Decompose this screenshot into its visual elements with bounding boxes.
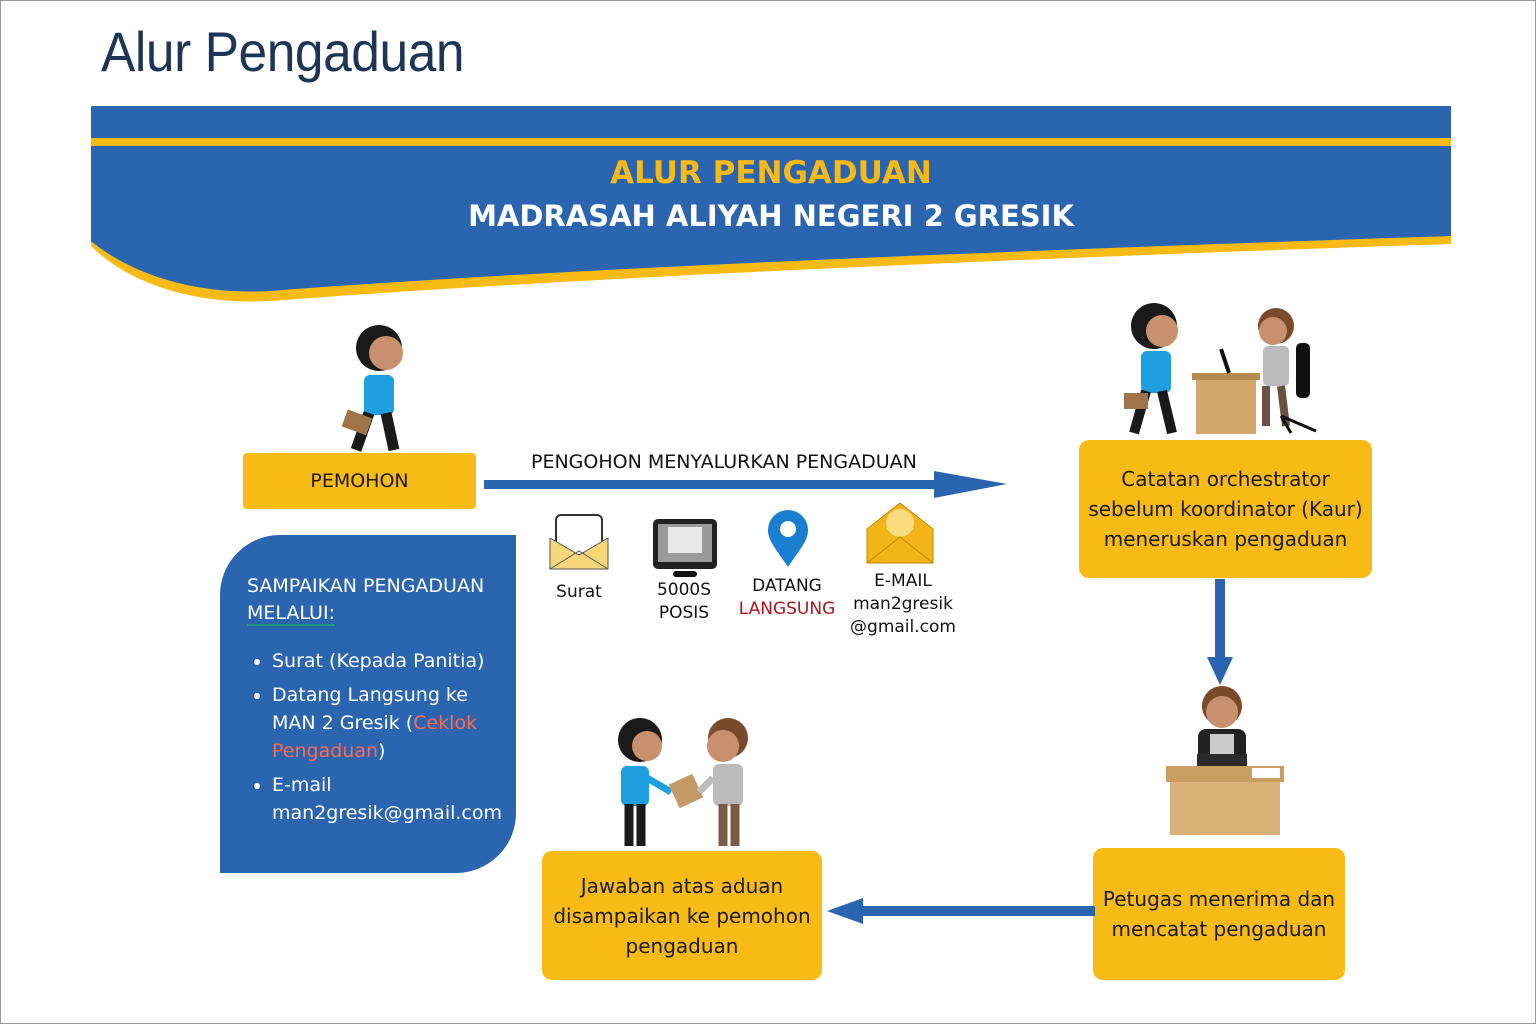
arrow-down-icon <box>1207 579 1233 685</box>
info-panel: SAMPAIKAN PENGADUAN MELALUI: Surat (Kepad… <box>220 535 516 873</box>
info-item-datang: Datang Langsung ke MAN 2 Gresik (Ceklok … <box>272 681 512 765</box>
channel-datang-line1: DATANG <box>752 576 822 596</box>
info-item-surat: Surat (Kepada Panitia) <box>272 647 512 675</box>
envelope-icon <box>549 514 609 570</box>
channel-datang-label: DATANG LANGSUNG <box>732 575 842 621</box>
channel-email-line3: @gmail.com <box>850 617 956 637</box>
channel-surat-label: Surat <box>556 582 602 602</box>
banner-subtitle: MADRASAH ALIYAH NEGERI 2 GRESIK <box>468 199 1074 233</box>
location-pin-icon <box>768 510 808 567</box>
info-item-email-label: E-mail <box>272 774 332 796</box>
channel-posis-line1: 5000S <box>656 580 712 600</box>
applicant-box: PEMOHON <box>243 453 476 509</box>
info-item-email: E-mail man2gresik@gmail.com <box>272 771 512 827</box>
info-item-datang-text: Datang Langsung ke MAN 2 Gresik ( <box>272 684 468 734</box>
officer-at-desk-icon <box>1166 686 1284 835</box>
office-desk-scene-icon <box>1124 303 1317 435</box>
channel-posis-line2: POSIS <box>658 603 710 623</box>
page-title: Alur Pengaduan <box>101 20 465 83</box>
header-banner <box>91 106 1451 302</box>
info-item-datang-close: ) <box>378 740 386 762</box>
channel-datang-line2: LANGSUNG <box>738 599 836 619</box>
banner-title: ALUR PENGADUAN <box>610 155 932 191</box>
info-heading-line1: SAMPAIKAN PENGADUAN <box>247 575 485 597</box>
step-petugas-box: Petugas menerima dan mencatat pengaduan <box>1093 848 1345 980</box>
flow-label: PENGOHON MENYALURKAN PENGADUAN <box>531 451 917 473</box>
channel-email-label: E-MAIL man2gresik @gmail.com <box>848 570 958 639</box>
arrow-left-icon <box>827 898 1095 924</box>
info-heading: SAMPAIKAN PENGADUAN MELALUI: <box>247 573 484 627</box>
applicant-person-icon <box>341 325 403 452</box>
step-catatan-box: Catatan orchestrator sebelum koordinator… <box>1079 440 1372 578</box>
info-heading-line2: MELALUI: <box>247 602 335 626</box>
info-item-email-address: man2gresik@gmail.com <box>272 802 502 824</box>
printer-icon <box>653 519 717 577</box>
channel-email-line1: E-MAIL <box>874 571 932 591</box>
email-icon <box>866 502 934 564</box>
info-item-datang-highlight: Ceklok Pengaduan <box>272 712 478 762</box>
handover-people-icon <box>618 718 748 846</box>
step-jawaban-box: Jawaban atas aduan disampaikan ke pemoho… <box>542 851 822 980</box>
channel-email-line2: man2gresik <box>853 594 953 614</box>
info-list: Surat (Kepada Panitia) Datang Langsung k… <box>245 647 512 833</box>
arrow-right-icon <box>484 471 1007 498</box>
channel-posis-label: 5000S POSIS <box>629 579 739 625</box>
